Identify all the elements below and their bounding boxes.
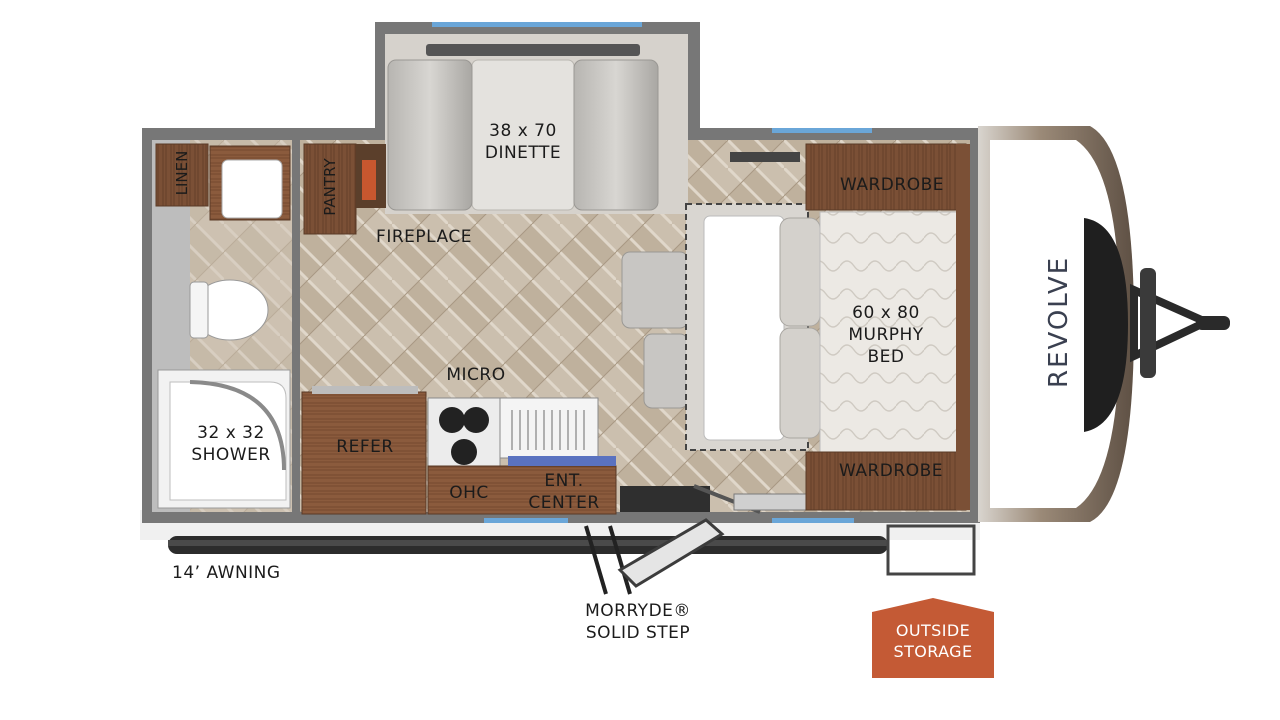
shower-label: 32 x 32 SHOWER xyxy=(176,422,286,466)
murphy-bed-name-1: MURPHY xyxy=(848,325,924,345)
outside-storage-line-1: OUTSIDE xyxy=(895,621,971,640)
pantry-label: PANTRY xyxy=(321,158,339,216)
shower-size: 32 x 32 xyxy=(197,423,265,443)
ent-center-line-2: CENTER xyxy=(528,493,600,513)
wardrobe-top-label: WARDROBE xyxy=(839,175,944,195)
ohc-label: OHC xyxy=(449,483,489,503)
murphy-bed-size: 60 x 80 xyxy=(852,303,920,323)
wardrobe-bottom-label: WARDROBE xyxy=(838,461,943,481)
refrigerator xyxy=(301,391,427,515)
sink xyxy=(221,159,283,219)
shower-name: SHOWER xyxy=(191,445,271,465)
murphy-bed-label: 60 x 80 MURPHY BED xyxy=(830,302,942,368)
step-label: MORRYDE® SOLID STEP xyxy=(572,600,704,644)
awning-label: 14’ AWNING xyxy=(172,563,281,583)
ent-center-label: ENT. CENTER xyxy=(516,470,612,514)
outside-storage-line-2: STORAGE xyxy=(893,642,973,661)
dinette-label: 38 x 70 DINETTE xyxy=(468,120,578,164)
murphy-bed-name-2: BED xyxy=(867,347,905,367)
linen-label: LINEN xyxy=(173,150,191,196)
dinette-name: DINETTE xyxy=(484,143,562,163)
murphy-bed xyxy=(819,211,961,453)
wardrobe-top xyxy=(805,143,967,211)
wardrobe-bottom xyxy=(805,451,967,511)
refer-label: REFER xyxy=(336,437,394,457)
micro-label: MICRO xyxy=(446,365,506,385)
revolve-logo-text: REVOLVE xyxy=(1044,255,1074,388)
step-label-line-1: MORRYDE® xyxy=(585,601,691,621)
ent-center-line-1: ENT. xyxy=(544,471,584,491)
outside-storage-badge: OUTSIDE STORAGE xyxy=(872,598,994,678)
step xyxy=(617,518,725,588)
bathroom-wall xyxy=(292,140,300,512)
pantry-cabinet xyxy=(303,143,357,235)
fireplace-label: FIREPLACE xyxy=(376,227,472,247)
dinette-size: 38 x 70 xyxy=(489,121,557,141)
linen-cabinet xyxy=(155,143,209,207)
step-label-line-2: SOLID STEP xyxy=(585,623,691,643)
